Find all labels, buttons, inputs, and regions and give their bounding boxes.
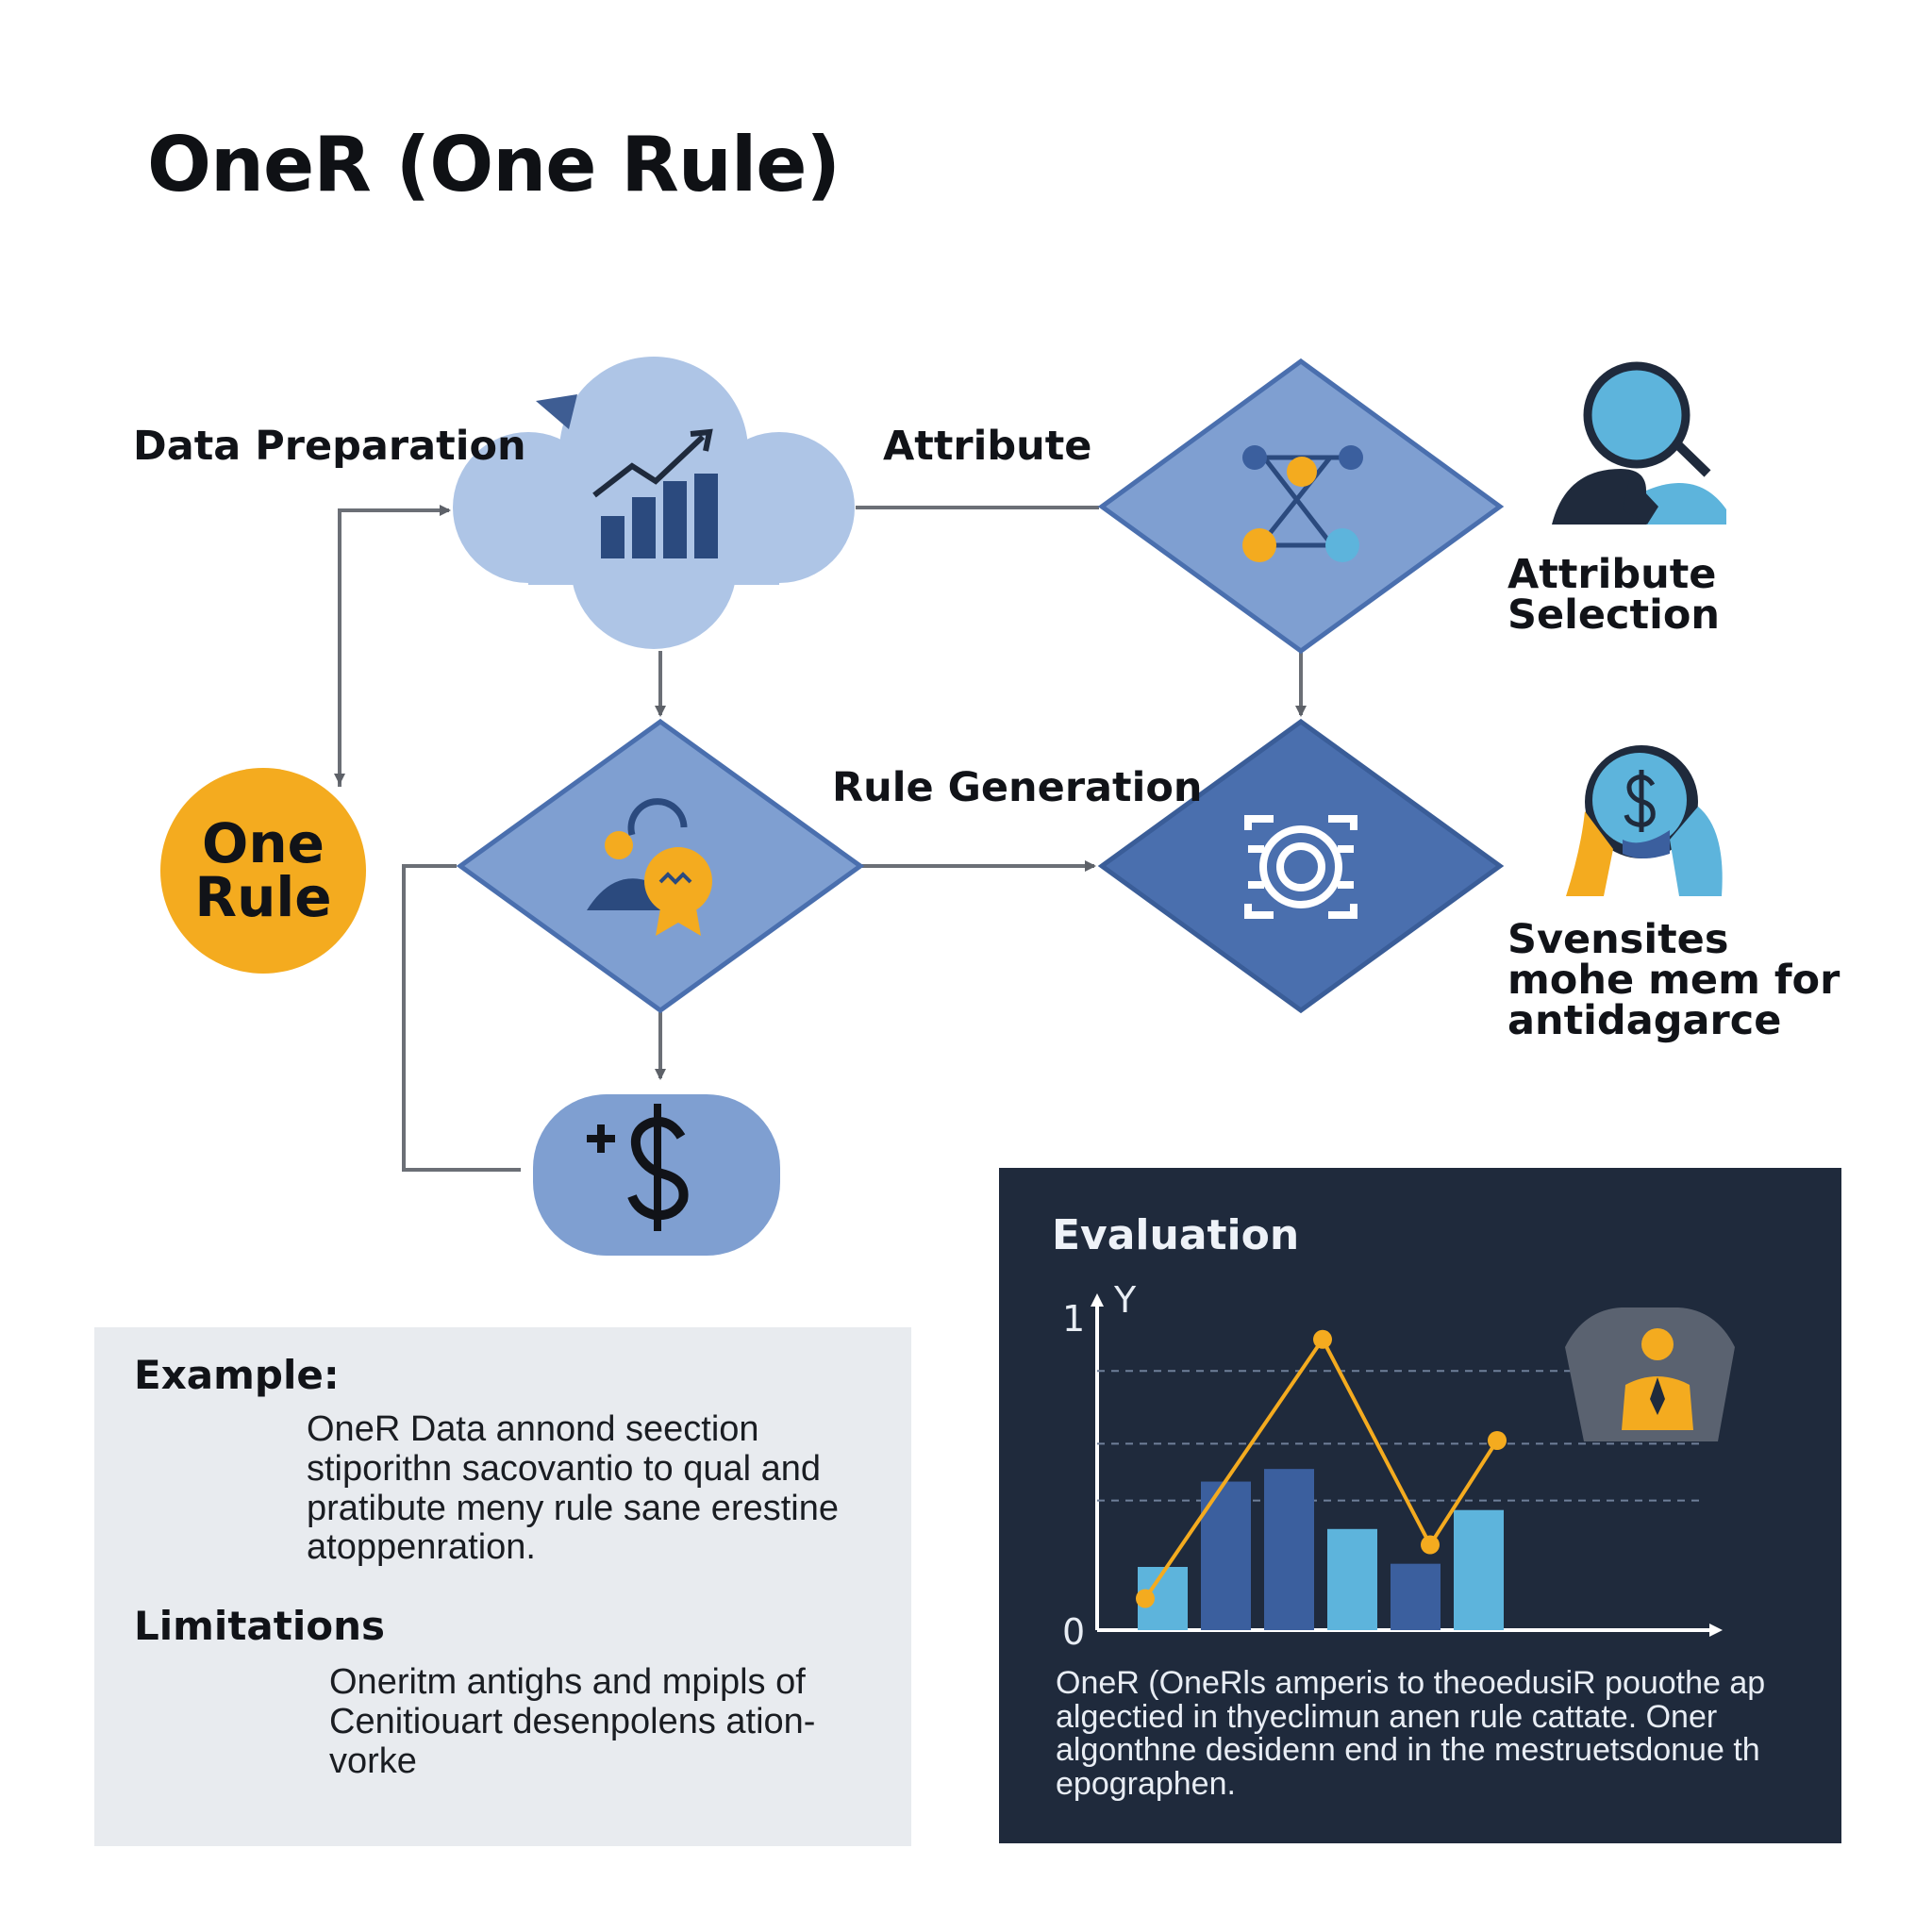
network-icon — [1242, 445, 1363, 562]
evaluation-chart — [1091, 1293, 1735, 1637]
line-point-2 — [1421, 1535, 1440, 1555]
side-caption: Svensites mohe mem for antidagarce — [1507, 916, 1840, 1044]
bar-3 — [1327, 1528, 1377, 1630]
user-tie-icon — [1565, 1307, 1735, 1441]
user-search-icon — [1552, 361, 1726, 525]
connector-feedback — [402, 864, 521, 1172]
plus-dollar-icon — [587, 1104, 689, 1231]
bar-4 — [1391, 1563, 1441, 1630]
line-series — [1136, 1329, 1507, 1608]
page-title: OneR (One Rule) — [147, 121, 841, 208]
label-attribute-selection: Attribute Selection — [1507, 551, 1720, 639]
flag-icon — [536, 394, 577, 429]
limitations-text: Oneritm antighs and mpipls of Cenitiouar… — [329, 1662, 816, 1781]
attribute-diamond — [1097, 358, 1505, 655]
evaluation-heading: Evaluation — [1052, 1211, 1300, 1259]
one-rule-node: One Rule — [160, 768, 366, 974]
label-data-preparation: Data Preparation — [133, 423, 526, 470]
bar-2 — [1264, 1469, 1314, 1630]
limitations-heading: Limitations — [134, 1603, 385, 1649]
user-badge-icon — [587, 798, 712, 936]
example-heading: Example: — [134, 1352, 340, 1398]
grid-lines — [1097, 1370, 1702, 1502]
line-point-0 — [1136, 1589, 1155, 1608]
connector-rule-to-prep — [338, 505, 451, 787]
connectors — [334, 505, 1307, 1172]
rule-generation-diamond — [1097, 718, 1505, 1014]
evaluation-panel: Evaluation 1 0 Y OneR (OneRls amperis to… — [999, 1168, 1841, 1843]
label-attribute: Attribute — [883, 423, 1092, 470]
rule-diamond — [456, 718, 865, 1014]
bar-series — [1138, 1469, 1504, 1630]
gear-frame-icon — [1244, 815, 1357, 919]
example-text: OneR Data annond seection stiporithn sac… — [307, 1409, 839, 1568]
y-axis-label: Y — [1114, 1279, 1137, 1321]
one-rule-label: One Rule — [194, 811, 332, 929]
y-tick-top: 1 — [1062, 1298, 1086, 1340]
label-rule-generation: Rule Generation — [832, 764, 1203, 811]
bar-5 — [1454, 1509, 1504, 1630]
y-tick-bottom: 0 — [1062, 1611, 1086, 1653]
line-path — [1143, 1335, 1499, 1600]
outcome-pill — [533, 1094, 780, 1256]
data-preparation-cloud — [453, 357, 855, 649]
evaluation-text: OneR (OneRls amperis to theoedusiR pouot… — [1056, 1665, 1766, 1803]
info-panel: Example: OneR Data annond seection stipo… — [94, 1327, 911, 1846]
trending-bars-icon — [592, 428, 718, 558]
line-point-1 — [1313, 1329, 1332, 1349]
money-hands-icon — [1566, 745, 1723, 896]
line-point-3 — [1488, 1431, 1507, 1450]
